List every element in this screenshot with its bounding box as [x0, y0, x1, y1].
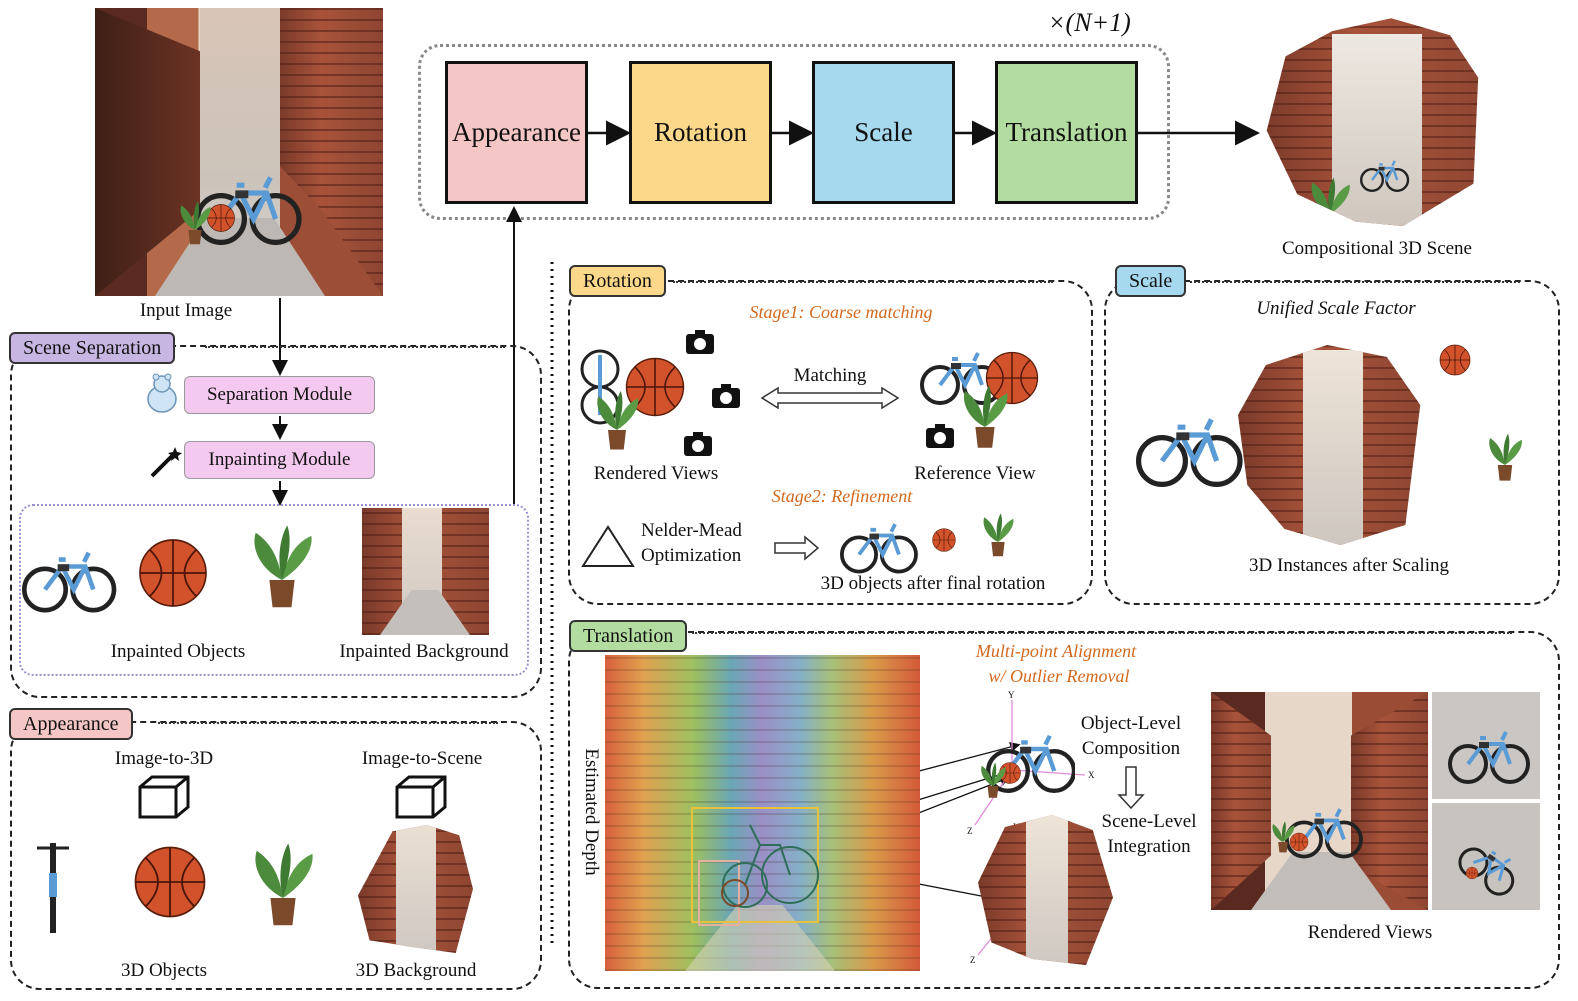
matching-double-arrow — [760, 386, 900, 410]
rendered-view-bottom — [1432, 803, 1540, 910]
pipeline-step-appearance: Appearance — [445, 61, 588, 204]
loop-label: ×(N+1) — [1048, 8, 1131, 37]
rotation-tag: Rotation — [569, 265, 666, 297]
alignment-label-line1: Multi-point Alignment — [975, 641, 1137, 661]
basketball-icon — [985, 351, 1039, 405]
plant-icon — [254, 525, 312, 608]
axis-z-label: Z — [967, 826, 973, 836]
input-image — [95, 8, 383, 296]
estimated-depth-map — [605, 655, 920, 971]
rendered-view-main — [1211, 692, 1428, 910]
scene-separation-tag: Scene Separation — [9, 332, 176, 364]
inpainting-module: Inpainting Module — [184, 441, 375, 479]
axis-z-label: Z — [970, 955, 976, 965]
tag-connector — [1190, 281, 1520, 283]
appearance-tag: Appearance — [9, 708, 133, 740]
bike-icon — [24, 553, 114, 611]
scale-caption: 3D Instances after Scaling — [1249, 555, 1449, 576]
scale-title: Unified Scale Factor — [1256, 298, 1416, 319]
3d-objects-caption: 3D Objects — [120, 960, 208, 981]
3d-objects — [37, 843, 313, 933]
scaled-instances — [1130, 344, 1522, 510]
reference-view-objects — [920, 351, 1039, 448]
rendered-views-caption: Rendered Views — [593, 463, 719, 484]
magic-wand-icon — [148, 444, 184, 480]
rotated-objects — [840, 513, 1014, 574]
basketball-icon — [139, 539, 207, 607]
basketball-icon — [1439, 344, 1471, 376]
stage2-label: Stage2: Refinement — [771, 486, 913, 506]
cube-icon — [395, 775, 447, 819]
cube-icon — [138, 775, 190, 819]
optimizer-label-line1: Nelder-Mead — [641, 520, 742, 541]
separation-module-icon — [142, 373, 182, 415]
bike-icon — [1139, 419, 1240, 484]
output-caption: Compositional 3D Scene — [1282, 238, 1472, 259]
image-to-scene-label: Image-to-Scene — [361, 748, 483, 769]
scene-level-integration-image — [978, 815, 1113, 965]
reference-view-caption: Reference View — [914, 463, 1036, 484]
object-level-composition-objects — [981, 718, 1075, 798]
bike-icon — [988, 736, 1074, 791]
object-level-label-line2: Composition — [1081, 738, 1181, 759]
axis-x-label: X — [1088, 770, 1095, 780]
basketball-icon — [932, 528, 956, 552]
scale-tag: Scale — [1115, 265, 1187, 297]
alignment-label-line2: w/ Outlier Removal — [988, 666, 1130, 686]
inpainted-objects-caption: Inpainted Objects — [110, 641, 246, 662]
pipeline-step-label: Scale — [854, 117, 913, 147]
composition-down-arrow — [1117, 766, 1145, 810]
rendered-views-caption: Rendered Views — [1307, 922, 1433, 943]
basketball-icon — [134, 846, 206, 918]
inpainted-background-caption: Inpainted Background — [339, 641, 509, 662]
translation-tag: Translation — [569, 620, 688, 652]
pipeline-step-label: Appearance — [452, 117, 581, 147]
scene-level-label-line1: Scene-Level — [1101, 811, 1197, 832]
camera-icons — [684, 330, 740, 456]
matching-label: Matching — [793, 365, 867, 386]
axis-y-label: Y — [1008, 690, 1015, 700]
tag-connector — [692, 632, 1512, 634]
compositional-3d-scene-image — [1266, 18, 1479, 226]
bike-icon — [840, 522, 918, 574]
plant-icon — [255, 843, 313, 926]
rendered-views-objects — [580, 349, 685, 450]
plant-icon — [1489, 433, 1522, 481]
separation-module: Separation Module — [184, 376, 375, 414]
stage1-label: Stage1: Coarse matching — [749, 302, 933, 322]
pipeline-step-rotation: Rotation — [629, 61, 772, 204]
optimizer-label-line2: Optimization — [641, 545, 742, 566]
tag-connector — [673, 281, 1053, 283]
input-image-caption: Input Image — [139, 300, 233, 321]
inpainted-objects — [20, 525, 312, 620]
estimated-depth-text: Estimated Depth — [581, 748, 602, 876]
3d-background-image — [358, 825, 473, 953]
inpainted-background-image — [362, 508, 489, 635]
simplex-triangle — [581, 525, 635, 567]
inpainted-results-box — [19, 504, 529, 676]
rendered-view-top — [1432, 692, 1540, 799]
plant-icon — [983, 513, 1014, 557]
pipeline-step-label: Translation — [1005, 117, 1128, 147]
tag-connector — [205, 346, 505, 348]
final-rotation-caption: 3D objects after final rotation — [820, 573, 1046, 594]
scene-level-label-line2: Integration — [1107, 836, 1191, 857]
refinement-arrow — [774, 535, 820, 561]
tag-connector — [158, 722, 498, 724]
image-to-3d-label: Image-to-3D — [114, 748, 214, 769]
object-level-label-line1: Object-Level — [1080, 713, 1182, 734]
pipeline-step-label: Rotation — [654, 117, 747, 147]
3d-background-caption: 3D Background — [355, 960, 477, 981]
